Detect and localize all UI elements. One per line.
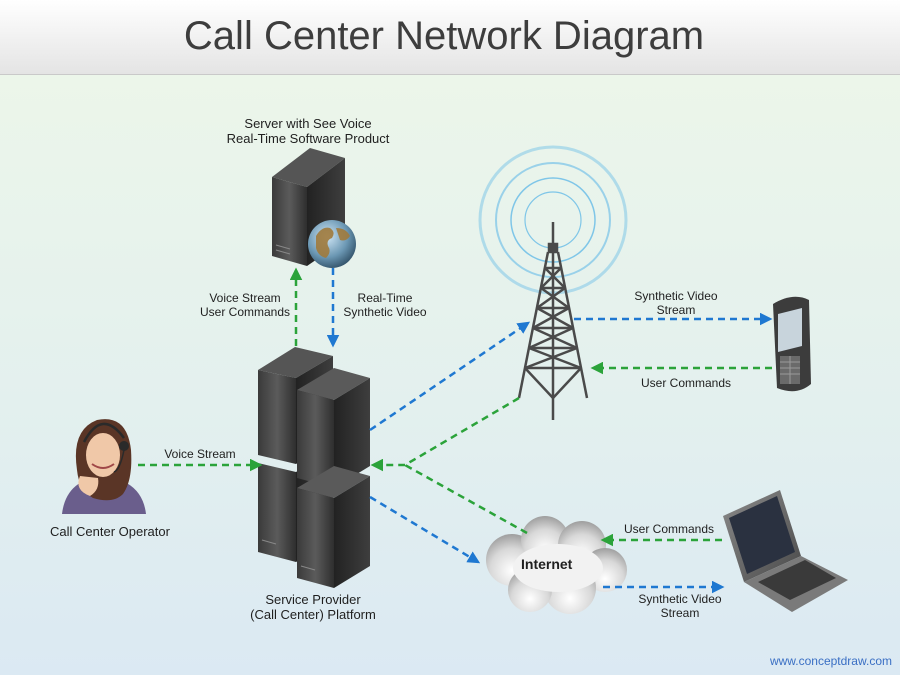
laptop-video-label: Synthetic Video Stream xyxy=(620,592,740,620)
header-bar: Call Center Network Diagram xyxy=(0,0,900,75)
realtime-video-label: Real-Time Synthetic Video xyxy=(335,291,435,319)
connector-cloud-to-platform xyxy=(404,463,528,535)
mobile-phone-icon xyxy=(773,296,811,392)
user-commands-line: User Commands xyxy=(199,305,291,319)
server-label-line1: Server with See Voice xyxy=(244,116,372,131)
call-center-operator-icon xyxy=(62,419,146,514)
connector-platform-to-cloud xyxy=(369,495,481,564)
server-label: Server with See Voice Real-Time Software… xyxy=(208,116,408,146)
synthetic-video-line: Synthetic Video xyxy=(343,305,427,319)
realtime-line: Real-Time xyxy=(357,291,413,305)
server-label-line2: Real-Time Software Product xyxy=(226,131,390,146)
phone-video-label: Synthetic Video Stream xyxy=(616,289,736,317)
cell-tower-icon xyxy=(517,222,589,420)
platform-servers-icon xyxy=(258,347,370,588)
globe-icon xyxy=(308,220,356,268)
connector-platform-to-tower xyxy=(369,321,531,432)
connector-tower-to-platform xyxy=(370,396,520,472)
internet-label: Internet xyxy=(521,556,573,572)
platform-label-line2: (Call Center) Platform xyxy=(250,607,376,622)
phone-video-line1: Synthetic Video xyxy=(634,289,718,303)
laptop-user-commands-label: User Commands xyxy=(623,522,715,536)
laptop-video-line1: Synthetic Video xyxy=(638,592,722,606)
voice-stream-user-commands-label: Voice Stream User Commands xyxy=(190,291,300,319)
phone-user-commands-label: User Commands xyxy=(640,376,732,390)
website-link[interactable]: www.conceptdraw.com xyxy=(769,654,892,668)
operator-voice-stream-label: Voice Stream xyxy=(164,447,236,461)
platform-label-line1: Service Provider xyxy=(265,592,361,607)
phone-video-line2: Stream xyxy=(656,303,696,317)
laptop-video-line2: Stream xyxy=(660,606,700,620)
laptop-icon xyxy=(723,490,848,612)
operator-label: Call Center Operator xyxy=(50,524,170,539)
internet-cloud-icon xyxy=(486,516,627,614)
voice-stream-line: Voice Stream xyxy=(209,291,281,305)
page-title: Call Center Network Diagram xyxy=(183,14,705,58)
platform-label: Service Provider (Call Center) Platform xyxy=(228,592,398,622)
